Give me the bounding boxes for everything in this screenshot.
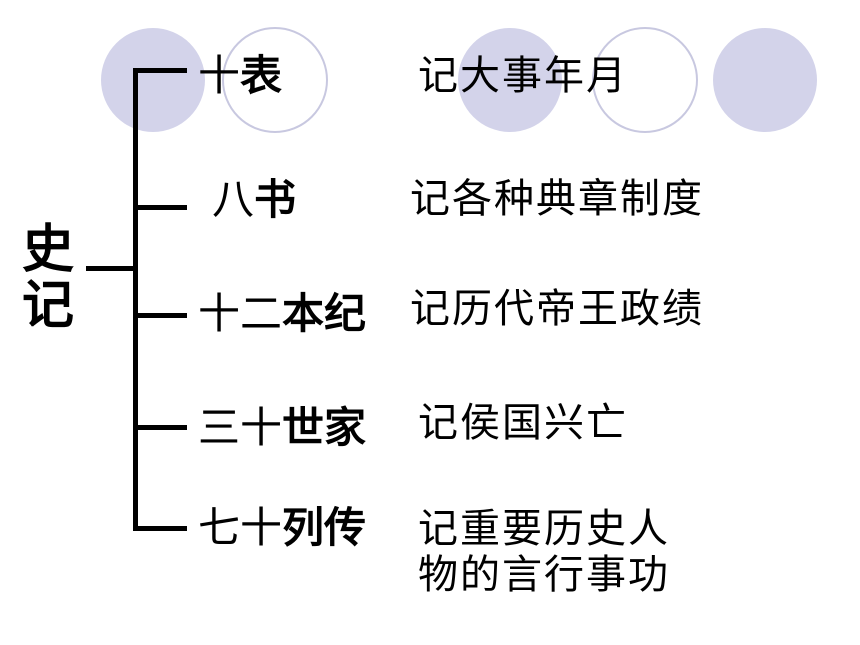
branch-num: 十 <box>198 51 241 100</box>
deco-circle-filled <box>101 28 205 132</box>
branch-kind: 世家 <box>282 403 367 452</box>
branch-desc-4: 记侯国兴亡 <box>418 400 628 446</box>
branch-kind: 表 <box>240 51 283 100</box>
branch-label-4: 三十世家 <box>198 404 366 452</box>
branch-kind: 书 <box>254 175 297 224</box>
branch-tick-4 <box>133 425 187 430</box>
branch-tick-3 <box>133 313 187 318</box>
branch-kind: 本纪 <box>282 289 367 338</box>
root-char-1: 史 <box>22 220 75 280</box>
branch-num: 八 <box>212 175 255 224</box>
branch-desc-2: 记各种典章制度 <box>410 176 704 222</box>
branch-desc-1: 记大事年月 <box>418 53 628 99</box>
root-char-2: 记 <box>22 276 75 336</box>
root-connector-line <box>86 266 136 271</box>
branch-tick-5 <box>133 526 187 531</box>
branch-desc-5: 记重要历史人 物的言行事功 <box>418 506 670 598</box>
vertical-bracket-line <box>133 68 138 530</box>
branch-desc-3: 记历代帝王政绩 <box>410 286 704 332</box>
branch-num: 十二 <box>198 289 283 338</box>
deco-circle-outline <box>592 27 698 133</box>
deco-circle-outline <box>222 27 328 133</box>
branch-num: 三十 <box>198 403 283 452</box>
branch-num: 七十 <box>198 503 283 552</box>
branch-label-1: 十表 <box>198 52 282 100</box>
root-node-shiji: 史 记 <box>22 222 92 334</box>
deco-circle-filled <box>458 28 562 132</box>
branch-kind: 列传 <box>282 503 367 552</box>
branch-label-2: 八书 <box>212 176 296 224</box>
branch-tick-2 <box>133 205 187 210</box>
branch-label-3: 十二本纪 <box>198 290 366 338</box>
branch-label-5: 七十列传 <box>198 504 366 552</box>
branch-tick-1 <box>133 68 187 73</box>
deco-circle-filled <box>713 28 817 132</box>
